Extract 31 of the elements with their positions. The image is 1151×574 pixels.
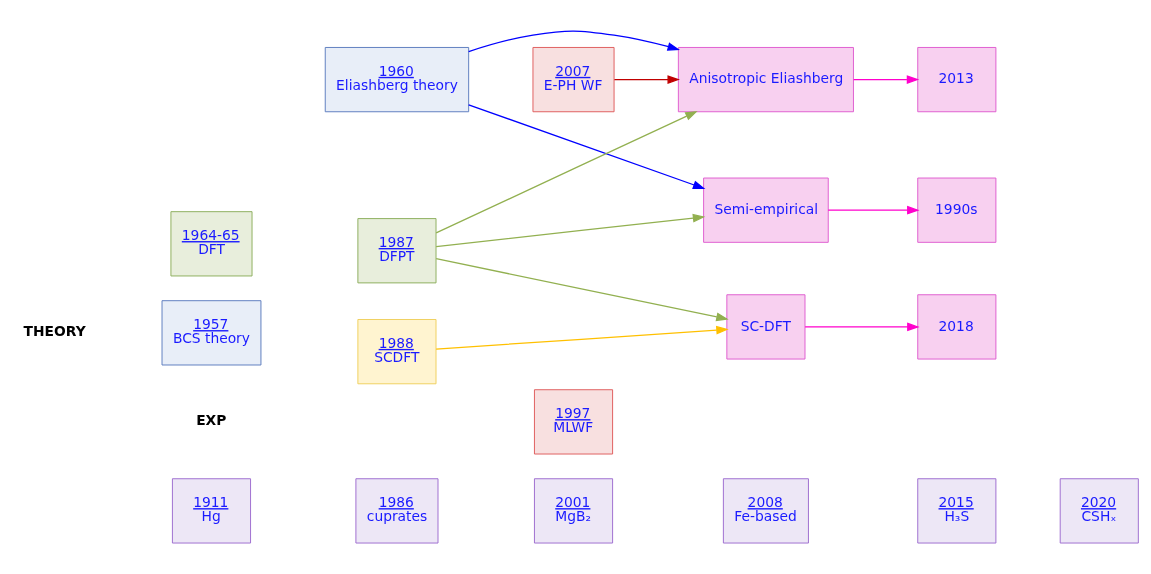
node-box: 2013 [917,46,997,113]
label: THEORY [23,322,86,339]
node-box: 1957 BCS theory [161,300,262,366]
node-box: 1911 Hg [171,478,252,544]
node-box: 2018 [917,294,997,360]
node-box: 1997 MLWF [533,389,614,455]
arrow [435,213,706,248]
node-box: 1990s [917,177,997,243]
node-box: 2008 Fe-based [722,478,809,544]
node-box: 1964-65 DFT [170,211,253,277]
node-box: 2001 MgB₂ [533,478,614,544]
arrow [853,75,920,84]
arrow [468,104,706,189]
node-box: Semi-empirical [703,177,829,243]
node-box: 2020 CSHₓ [1059,478,1139,544]
node-box: 1988 SCDFT [357,319,437,385]
node-box: 1986 cuprates [355,478,439,544]
arrow [613,75,680,84]
arrow [435,258,729,322]
arrow [468,30,680,53]
node-box: 2015 H₃S [917,478,997,544]
node-box: SC-DFT [726,294,806,360]
arrow [435,325,729,350]
arrow [435,110,698,234]
arrow [804,322,920,332]
label: EXP [196,411,227,428]
node-box: 1960 Eliashberg theory [324,46,470,113]
arrow [827,205,920,215]
node-box: Anisotropic Eliashberg [677,46,854,113]
node-box: 2007 E-PH WF [532,46,615,113]
node-box: 1987 DFPT [357,218,437,284]
